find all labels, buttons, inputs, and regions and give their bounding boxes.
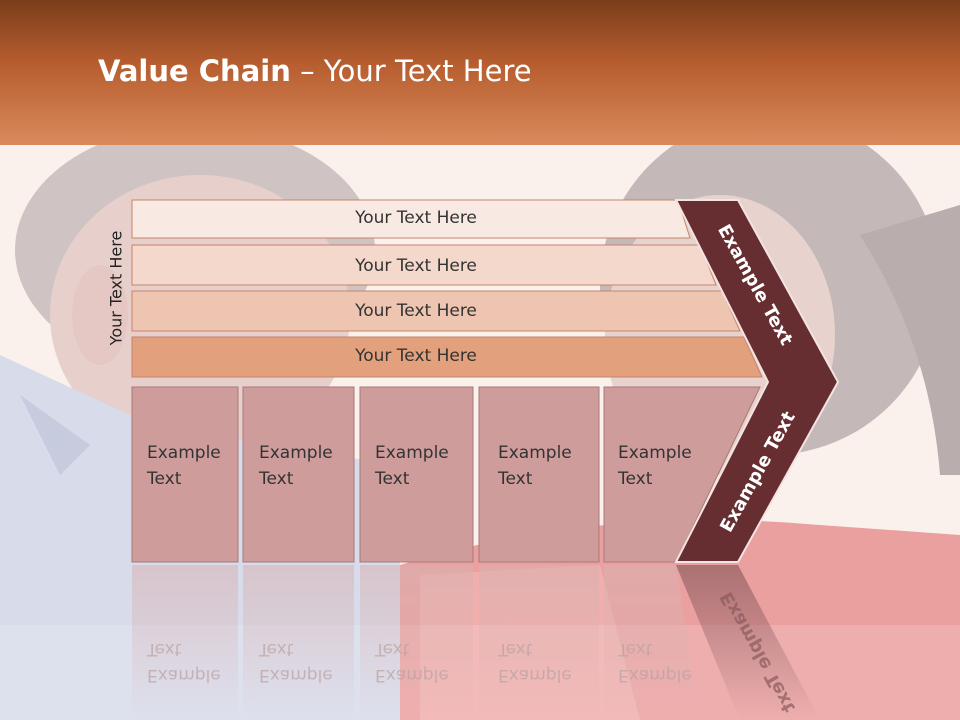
slide-header: Value Chain – Your Text Here xyxy=(0,0,960,145)
cell-3 xyxy=(359,386,474,563)
cell-5-line2: Text xyxy=(618,469,653,489)
cell-4-reflection-line2: Text xyxy=(498,639,533,659)
slide-title: Value Chain – Your Text Here xyxy=(98,54,532,88)
cell-4-line1: Example xyxy=(498,443,572,463)
bar-4-label: Your Text Here xyxy=(355,346,477,366)
cell-5-reflection-line1: Example xyxy=(618,665,692,685)
cell-1-line2: Text xyxy=(147,469,182,489)
cell-2 xyxy=(242,386,355,563)
bar-1 xyxy=(131,199,691,239)
cell-2-line1: Example xyxy=(259,443,333,463)
cell-3-reflection-line1: Example xyxy=(375,665,449,685)
bar-2-label: Your Text Here xyxy=(355,256,477,276)
cell-2-line2: Text xyxy=(259,469,294,489)
cell-3-reflection: Example Text xyxy=(375,636,449,688)
cell-1-line1: Example xyxy=(147,443,221,463)
bar-2 xyxy=(131,244,717,286)
bar-1-label: Your Text Here xyxy=(355,208,477,228)
cell-2-reflection-line1: Example xyxy=(259,665,333,685)
bar-4 xyxy=(131,336,763,378)
cell-2-reflection-line2: Text xyxy=(259,639,294,659)
bar-3 xyxy=(131,290,741,332)
cell-4-reflection-line1: Example xyxy=(498,665,572,685)
cell-3-line2: Text xyxy=(375,469,410,489)
cell-1-reflection-line1: Example xyxy=(147,665,221,685)
cell-3-reflection-line2: Text xyxy=(375,639,410,659)
cell-5-reflection-line2: Text xyxy=(618,639,653,659)
cell-1-reflection-line2: Text xyxy=(147,639,182,659)
cell-1 xyxy=(131,386,239,563)
cell-3-line1: Example xyxy=(375,443,449,463)
side-label: Your Text Here xyxy=(106,230,126,346)
cell-2-reflection: Example Text xyxy=(259,636,333,688)
cell-4-reflection: Example Text xyxy=(498,636,572,688)
cell-5-line1: Example xyxy=(618,443,692,463)
cell-4 xyxy=(478,386,600,563)
cell-4-line2: Text xyxy=(498,469,533,489)
cell-5-reflection: Example Text xyxy=(618,636,692,688)
bar-3-label: Your Text Here xyxy=(355,301,477,321)
title-bold: Value Chain xyxy=(98,54,291,88)
chevron-arrow xyxy=(674,199,840,563)
cell-1-reflection: Example Text xyxy=(147,636,221,688)
title-rest: – Your Text Here xyxy=(290,54,532,88)
